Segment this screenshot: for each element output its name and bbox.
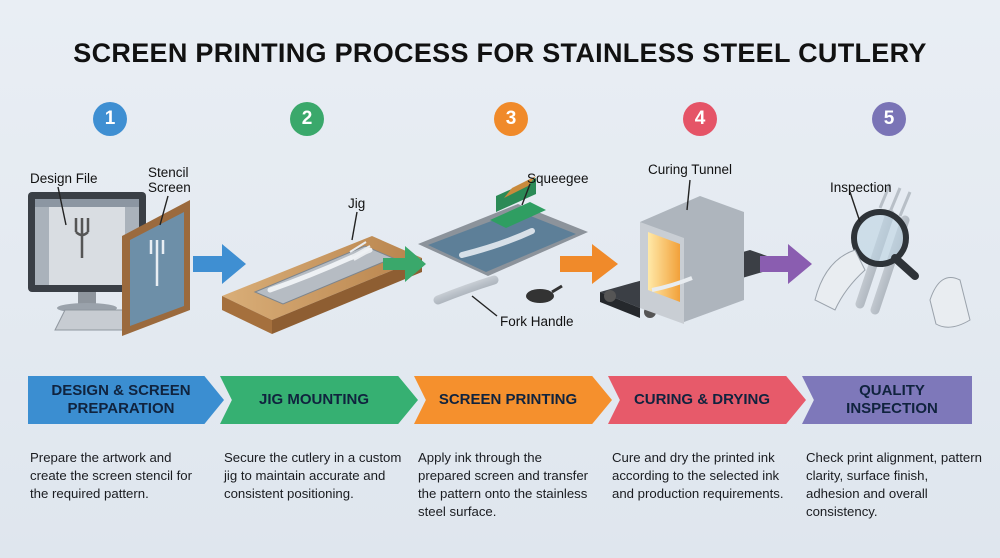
step-2-banner-label: JIG MOUNTING	[258, 391, 369, 408]
step-3-banner: SCREEN PRINTING	[414, 376, 612, 424]
step-3-description: Apply ink through the prepared screen an…	[418, 450, 589, 519]
jig-icon	[222, 236, 422, 334]
process-illustration	[28, 176, 971, 336]
step-4-banner-label: CURING & DRYING	[633, 391, 771, 408]
page-title: SCREEN PRINTING PROCESS FOR STAINLESS ST…	[73, 38, 927, 68]
step-5-description: Check print alignment, pattern clarity, …	[806, 450, 982, 519]
step-5-banner-label: QUALITY INSPECTION	[846, 382, 938, 417]
step-4-banner: CURING & DRYING	[608, 376, 806, 424]
step-4-description: Cure and dry the printed ink according t…	[612, 450, 784, 501]
callout-inspection: Inspection	[830, 180, 892, 195]
step-1-banner: DESIGN & SCREEN PREPARATION	[28, 376, 224, 424]
step-1-number: 1	[93, 102, 127, 136]
step-4-number: 4	[683, 102, 717, 136]
callout-squeegee: Squeegee	[527, 171, 589, 186]
stencil-screen-icon	[122, 200, 190, 336]
arrow-2-to-3	[383, 246, 426, 282]
step-5-number: 5	[872, 102, 906, 136]
callout-fork-handle: Fork Handle	[500, 314, 574, 329]
step-5-banner: QUALITY INSPECTION	[802, 376, 972, 424]
step-2-description: Secure the cutlery in a custom jig to ma…	[224, 450, 402, 501]
callout-design-file: Design File	[30, 171, 98, 186]
callout-jig: Jig	[348, 196, 366, 211]
monitor-icon	[28, 192, 146, 331]
callout-stencil-screen: Stencil Screen	[148, 165, 191, 195]
arrow-3-to-4	[560, 244, 618, 284]
arrow-1-to-2	[193, 244, 246, 284]
inspection-icon	[814, 183, 971, 328]
step-3-banner-label: SCREEN PRINTING	[438, 391, 578, 408]
arrow-4-to-5	[760, 244, 812, 284]
step-3-number: 3	[494, 102, 528, 136]
step-2-number: 2	[290, 102, 324, 136]
step-1-banner-label: DESIGN & SCREEN PREPARATION	[51, 382, 191, 417]
step-1-description: Prepare the artwork and create the scree…	[30, 450, 192, 501]
step-2-banner: JIG MOUNTING	[220, 376, 418, 424]
curing-tunnel-icon	[600, 196, 790, 324]
callout-curing-tunnel: Curing Tunnel	[648, 162, 733, 177]
screen-printing-icon	[418, 176, 588, 305]
